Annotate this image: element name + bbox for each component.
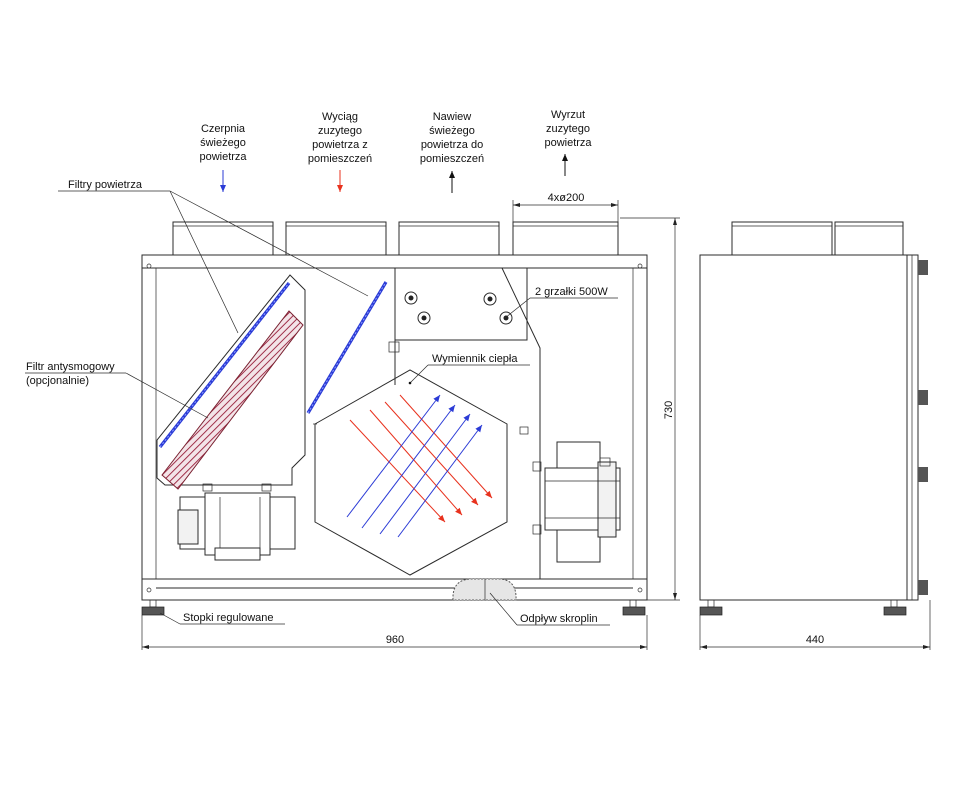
- exhaust-extract-line-1: Wyciąg: [322, 111, 358, 123]
- label-discharge: Wyrzut zuzytego powietrza: [544, 109, 592, 149]
- supply-line-4: pomieszczeń: [420, 153, 484, 165]
- exhaust-extract-line-3: powietrza z: [312, 139, 368, 151]
- supply-line-1: Nawiew: [433, 111, 472, 123]
- discharge-line-2: zuzytego: [546, 123, 590, 135]
- supply-line-2: świeżego: [429, 125, 475, 137]
- side-knobs: [918, 260, 928, 595]
- dimension-width: 960: [141, 615, 648, 650]
- exhaust-extract-line-2: zuzytego: [318, 125, 362, 137]
- side-view: [699, 221, 928, 616]
- antismog-line-2: (opcjonalnie): [26, 375, 89, 387]
- condensate-drain: [452, 578, 517, 601]
- adjustable-feet-front: [141, 599, 646, 616]
- antismog-line-1: Filtr antysmogowy: [26, 361, 115, 373]
- svg-text:Nawiew: Nawiew: [433, 111, 472, 123]
- fresh-intake-line-1: Czerpnia: [201, 123, 246, 135]
- fresh-intake-line-2: świeżego: [200, 137, 246, 149]
- svg-text:powietrza: powietrza: [199, 151, 247, 163]
- label-fresh-air-intake: Czerpnia świeżego powietrza: [199, 123, 247, 163]
- height-value: 730: [663, 401, 675, 419]
- svg-text:świeżego: świeżego: [200, 137, 246, 149]
- heat-exchanger: [313, 369, 529, 576]
- svg-text:pomieszczeń: pomieszczeń: [420, 153, 484, 165]
- duct-dimension: 4xø200: [512, 192, 619, 222]
- exhaust-extract-line-4: pomieszczeń: [308, 153, 372, 165]
- front-view: 4xø200: [141, 192, 648, 616]
- depth-value: 440: [806, 634, 824, 646]
- callout-antismog-filter: Filtr antysmogowy (opcjonalnie): [25, 361, 209, 419]
- supply-line-3: powietrza do: [421, 139, 483, 151]
- svg-text:zuzytego: zuzytego: [546, 123, 590, 135]
- svg-text:powietrza z: powietrza z: [312, 139, 368, 151]
- antismog-filter: [161, 310, 304, 490]
- heater-fittings: [404, 291, 513, 325]
- heat-exchanger-label: Wymiennik ciepła: [432, 353, 518, 365]
- left-filter-chamber: [156, 274, 388, 490]
- adjustable-feet-side: [699, 599, 907, 616]
- svg-text:Wyciąg: Wyciąg: [322, 111, 358, 123]
- air-filters-label: Filtry powietrza: [68, 179, 143, 191]
- callout-air-filters: Filtry powietrza: [58, 179, 369, 334]
- callout-heaters: 2 grzałki 500W: [504, 286, 618, 319]
- width-value: 960: [386, 634, 404, 646]
- svg-text:Czerpnia: Czerpnia: [201, 123, 246, 135]
- callout-condensate-drain: Odpływ skroplin: [489, 592, 610, 626]
- svg-text:powietrza: powietrza: [544, 137, 592, 149]
- dimension-height: 730: [620, 217, 680, 601]
- supply-fan: [177, 483, 296, 561]
- exhaust-fan: [532, 441, 621, 563]
- svg-text:świeżego: świeżego: [429, 125, 475, 137]
- callout-heat-exchanger: Wymiennik ciepła: [408, 353, 530, 385]
- svg-text:pomieszczeń: pomieszczeń: [308, 153, 372, 165]
- adjustable-feet-label: Stopki regulowane: [183, 612, 274, 624]
- label-exhaust-extract: Wyciąg zuzytego powietrza z pomieszczeń: [308, 111, 372, 165]
- heaters-label: 2 grzałki 500W: [535, 286, 608, 298]
- fresh-intake-line-3: powietrza: [199, 151, 247, 163]
- casing-screws: [146, 263, 643, 593]
- svg-text:Wyrzut: Wyrzut: [551, 109, 585, 121]
- label-supply-air: Nawiew świeżego powietrza do pomieszczeń: [420, 111, 484, 165]
- side-casing: [699, 254, 919, 601]
- discharge-line-1: Wyrzut: [551, 109, 585, 121]
- heater-panel: [388, 267, 541, 579]
- condensate-drain-label: Odpływ skroplin: [520, 613, 598, 625]
- duct-collars: [172, 221, 619, 256]
- discharge-line-3: powietrza: [544, 137, 592, 149]
- svg-text:zuzytego: zuzytego: [318, 125, 362, 137]
- svg-text:powietrza do: powietrza do: [421, 139, 483, 151]
- duct-spec-label: 4xø200: [548, 192, 585, 204]
- dimension-depth: 440: [699, 600, 931, 650]
- callout-adjustable-feet: Stopki regulowane: [159, 612, 285, 625]
